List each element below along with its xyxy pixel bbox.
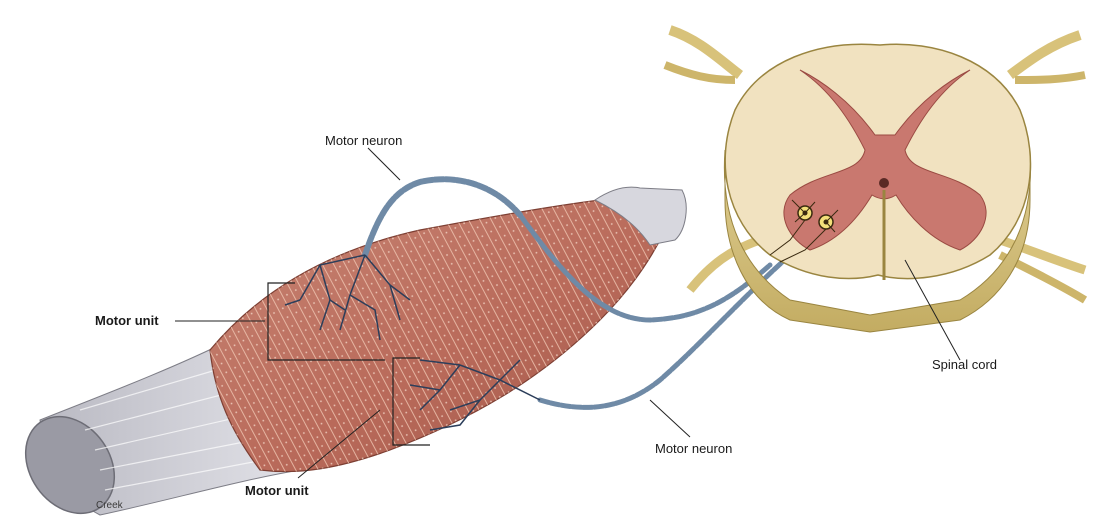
motor-unit-label-bottom: Motor unit bbox=[245, 483, 309, 498]
spinal-cord bbox=[665, 30, 1085, 332]
motor-unit-label-left: Motor unit bbox=[95, 313, 159, 328]
leader-motor-neuron-bottom bbox=[650, 400, 690, 437]
central-canal bbox=[879, 178, 889, 188]
spinal-cord-label: Spinal cord bbox=[932, 357, 997, 372]
leader-motor-neuron-top bbox=[368, 148, 400, 180]
motor-neuron-label-top: Motor neuron bbox=[325, 133, 402, 148]
skeletal-muscle bbox=[210, 187, 686, 471]
illustrator-credit: Creek bbox=[96, 500, 123, 511]
motor-neuron-label-bottom: Motor neuron bbox=[655, 441, 732, 456]
